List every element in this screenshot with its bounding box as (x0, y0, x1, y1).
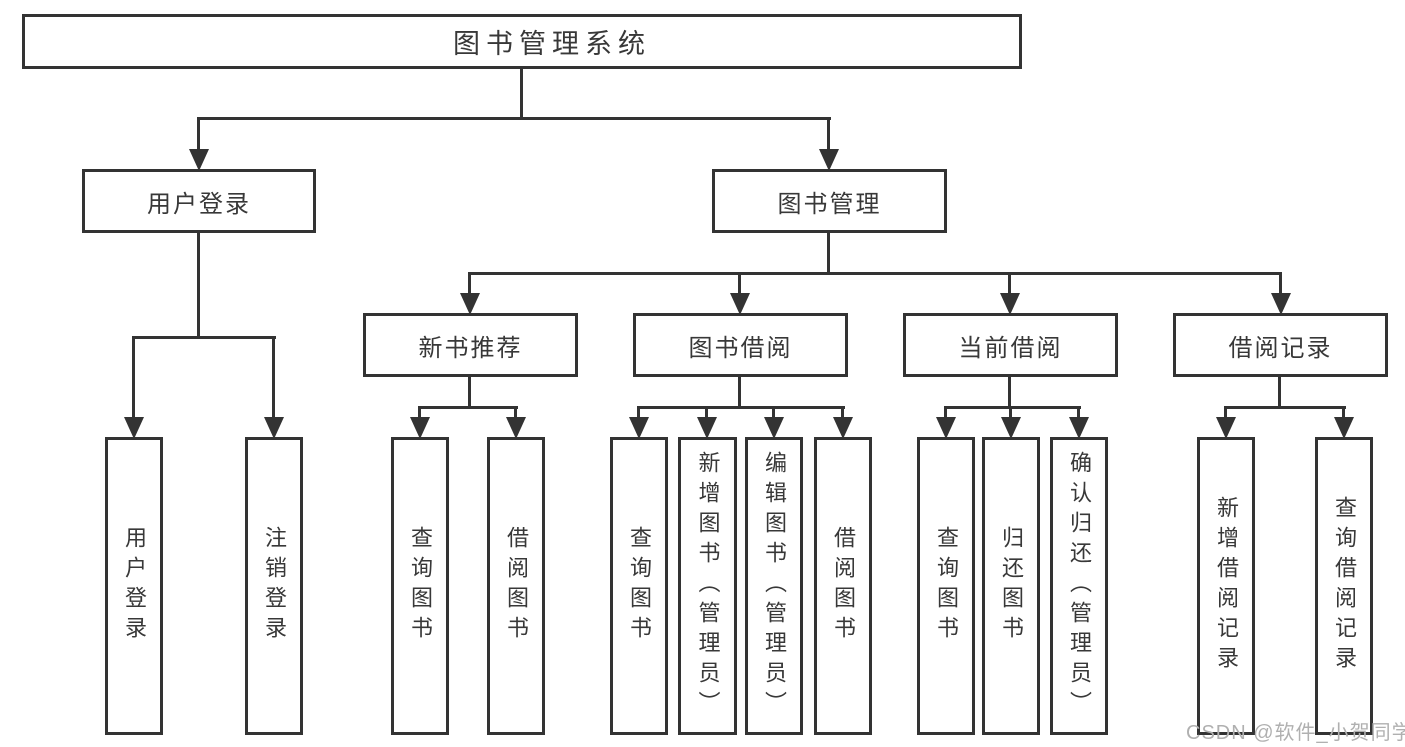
arrow-to-bb-borrow (841, 406, 844, 417)
leaf-cb-return-book: 归还图书 (982, 437, 1040, 735)
leaf-br-query-record: 查询借阅记录 (1315, 437, 1373, 735)
connector-borrow-record-crossbar (1224, 406, 1346, 409)
leaf-bb-add-book-admin: 新增图书（管理员） (678, 437, 737, 735)
arrow-to-cb-confirm (1077, 406, 1080, 417)
arrow-to-user-login (197, 117, 200, 149)
node-book-borrow-label: 图书借阅 (688, 334, 793, 362)
arrow-to-nbr-borrow (514, 406, 517, 417)
arrow-to-br-add (1224, 406, 1227, 417)
node-book-borrow: 图书借阅 (633, 313, 848, 377)
node-user-login: 用户登录 (82, 169, 316, 233)
leaf-cb-confirm-return-admin: 确认归还（管理员） (1050, 437, 1108, 735)
leaf-cb-query-book: 查询图书 (917, 437, 975, 735)
watermark: CSDN @软件_小贺同学 (1186, 722, 1405, 744)
node-library-system-label: 图书管理系统 (453, 29, 651, 59)
arrow-to-nbr-query (418, 406, 421, 417)
connector-book-borrow-stem (738, 377, 741, 409)
leaf-user-login-label: 用户登录 (122, 526, 147, 646)
leaf-user-login: 用户登录 (105, 437, 163, 735)
connector-new-book-crossbar (419, 406, 518, 409)
leaf-bb-borrow-book-label: 借阅图书 (831, 526, 856, 646)
connector-book-management-stem (827, 233, 830, 275)
leaf-cb-query-book-label: 查询图书 (934, 526, 959, 646)
node-new-book-recommend-label: 新书推荐 (418, 334, 523, 362)
leaf-bb-add-book-admin-label: 新增图书（管理员） (695, 451, 721, 721)
node-user-login-label: 用户登录 (147, 190, 251, 218)
arrow-to-br-query (1342, 406, 1345, 417)
node-borrow-record-label: 借阅记录 (1228, 334, 1333, 362)
arrow-to-cb-query (944, 406, 947, 417)
leaf-bb-borrow-book: 借阅图书 (814, 437, 872, 735)
connector-new-book-stem (468, 377, 471, 409)
leaf-bb-edit-book-admin: 编辑图书（管理员） (745, 437, 803, 735)
leaf-logout-label: 注销登录 (262, 526, 287, 646)
leaf-logout: 注销登录 (245, 437, 303, 735)
arrow-to-leaf-user-login (132, 336, 135, 417)
arrow-to-bb-edit (772, 406, 775, 417)
arrow-to-bb-query (637, 406, 640, 417)
node-book-management: 图书管理 (712, 169, 947, 233)
arrow-to-cb-return (1009, 406, 1012, 417)
node-current-borrow: 当前借阅 (903, 313, 1118, 377)
arrow-to-current-borrow (1008, 272, 1011, 293)
connector-root-stem (520, 69, 523, 120)
leaf-nbr-borrow-book-label: 借阅图书 (504, 526, 529, 646)
arrow-to-leaf-logout (272, 336, 275, 417)
node-book-management-label: 图书管理 (777, 190, 882, 218)
leaf-bb-query-book: 查询图书 (610, 437, 668, 735)
leaf-nbr-query-book-label: 查询图书 (408, 526, 433, 646)
leaf-bb-edit-book-admin-label: 编辑图书（管理员） (762, 451, 787, 721)
leaf-cb-return-book-label: 归还图书 (999, 526, 1024, 646)
node-current-borrow-label: 当前借阅 (958, 334, 1063, 362)
connector-user-login-crossbar (132, 336, 276, 339)
arrow-to-book-management (827, 117, 830, 149)
leaf-br-add-record: 新增借阅记录 (1197, 437, 1255, 735)
leaf-nbr-query-book: 查询图书 (391, 437, 449, 735)
node-library-system: 图书管理系统 (22, 14, 1022, 69)
node-new-book-recommend: 新书推荐 (363, 313, 578, 377)
arrow-to-borrow-record (1279, 272, 1282, 293)
leaf-cb-confirm-return-admin-label: 确认归还（管理员） (1067, 451, 1092, 721)
connector-book-borrow-crossbar (637, 406, 845, 409)
node-borrow-record: 借阅记录 (1173, 313, 1388, 377)
connector-borrow-record-stem (1278, 377, 1281, 409)
connector-book-management-crossbar (468, 272, 1282, 275)
leaf-bb-query-book-label: 查询图书 (627, 526, 652, 646)
arrow-to-book-borrow (738, 272, 741, 293)
arrow-to-bb-add (705, 406, 708, 417)
leaf-nbr-borrow-book: 借阅图书 (487, 437, 545, 735)
connector-current-borrow-stem (1008, 377, 1011, 409)
connector-root-crossbar (198, 117, 831, 120)
leaf-br-query-record-label: 查询借阅记录 (1332, 496, 1357, 676)
connector-current-borrow-crossbar (944, 406, 1081, 409)
connector-user-login-stem (197, 233, 200, 339)
leaf-br-add-record-label: 新增借阅记录 (1214, 496, 1239, 676)
arrow-to-new-book-recommend (468, 272, 471, 293)
